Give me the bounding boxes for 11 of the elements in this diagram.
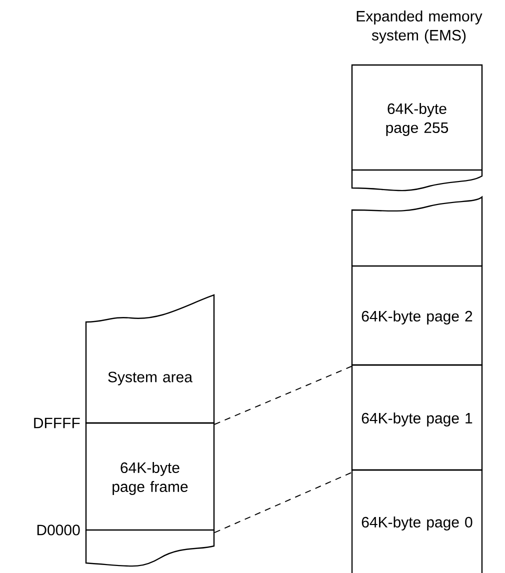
dashed-line [214, 366, 352, 425]
column-heading: Expanded memory system (EMS) [356, 10, 482, 44]
memory-segment: 64K-byte page 255 [351, 64, 483, 171]
dashed-line [214, 472, 352, 534]
memory-segment: System area [85, 294, 215, 424]
address-label: DFFFF [34, 418, 80, 428]
memory-segment: 64K-byte page frame [85, 422, 215, 531]
memory-segment: 64K-byte page 2 [351, 265, 483, 366]
address-label: D0000 [37, 524, 80, 536]
memory-segment: 64K-byte page 0 [351, 469, 483, 573]
memory-segment: 64K-byte page 1 [351, 364, 483, 471]
